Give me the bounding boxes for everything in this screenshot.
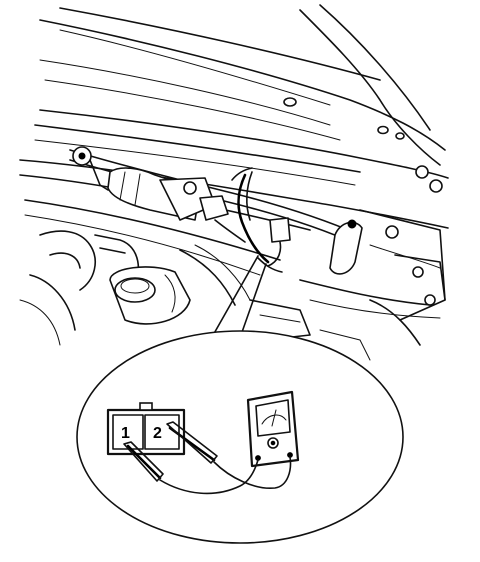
engine-bay-components — [19, 230, 421, 361]
bolt — [429, 179, 443, 193]
pin-1-label: 1 — [121, 425, 130, 442]
hood-hole — [395, 132, 405, 140]
bolt — [424, 294, 436, 306]
motor-connector-housing — [199, 195, 229, 221]
spindle-nut — [347, 219, 357, 229]
lead-wire-red — [213, 456, 292, 489]
ohmmeter — [246, 390, 300, 468]
hood-hole — [283, 97, 297, 107]
meter-display — [255, 399, 291, 437]
bolt — [415, 165, 429, 179]
pin-2-label: 2 — [153, 425, 162, 442]
lead-wire-black — [159, 459, 259, 495]
detail-magnifier — [76, 330, 404, 544]
wiper-motor — [107, 167, 246, 243]
wiring-harness — [231, 167, 291, 273]
hood-hole — [377, 125, 389, 135]
bolt — [385, 225, 399, 239]
bolt — [183, 181, 197, 195]
wiper-motor-connector: 1 2 — [106, 402, 186, 456]
cowl-panel — [19, 159, 449, 321]
reservoir-cap — [114, 277, 156, 303]
probe-1 — [126, 444, 162, 480]
test-leads — [123, 421, 292, 495]
connector-latch — [139, 402, 153, 411]
bolt — [412, 266, 424, 278]
hood-panel — [34, 4, 449, 193]
wiper-spindle-arm — [329, 221, 363, 275]
detail-circle — [76, 330, 404, 544]
harness-connector — [269, 217, 291, 243]
pivot-center — [78, 152, 86, 160]
